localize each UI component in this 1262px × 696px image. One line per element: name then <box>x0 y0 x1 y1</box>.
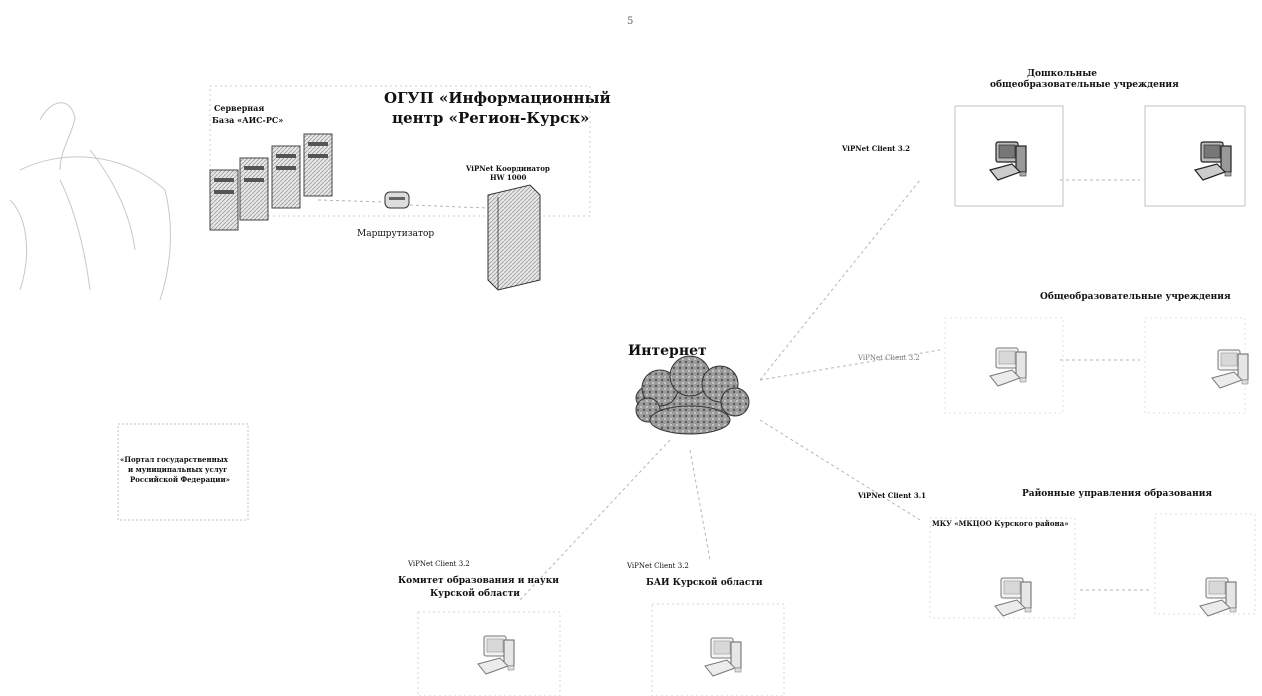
coordinator-label-line1: ViPNet Координатор <box>466 164 550 173</box>
preschool-computer-icon-2 <box>1194 141 1232 181</box>
general-box-2 <box>1144 317 1246 414</box>
committee-computer-icon <box>477 635 515 675</box>
internet-cloud-icon <box>635 355 750 435</box>
coordinator-label-line2: HW 1000 <box>490 173 527 182</box>
administration-client-label: ViPNet Client 3.2 <box>627 562 689 570</box>
servers-label-line1: Серверная <box>214 103 265 113</box>
server-stack-icon <box>209 133 333 231</box>
data-center-title-line2: центр «Регион-Курск» <box>392 109 590 127</box>
preschool-computer-icon-1 <box>989 141 1027 181</box>
internet-label: Интернет <box>628 343 707 359</box>
general-box-1 <box>944 317 1064 414</box>
administration-title: БАИ Курской области <box>646 578 763 588</box>
preschool-title-line1: Дошкольные <box>1027 69 1097 79</box>
district-computer-icon-1 <box>994 577 1032 617</box>
background-sketch <box>9 102 171 301</box>
committee-title-line1: Комитет образования и науки <box>398 576 559 586</box>
portal-line3: Российской Федерации» <box>130 475 231 484</box>
preschool-title-line2: общеобразовательные учреждения <box>990 80 1179 90</box>
district-title: Районные управления образования <box>1022 489 1213 499</box>
preschool-client-label: ViPNet Client 3.2 <box>842 144 911 153</box>
district-computer-icon-2 <box>1199 577 1237 617</box>
administration-computer-icon <box>704 637 742 677</box>
general-title: Общеобразовательные учреждения <box>1040 292 1231 302</box>
coordinator-hardware-icon <box>487 184 541 291</box>
servers-label-line2: База «АИС-РС» <box>212 115 284 125</box>
committee-client-label: ViPNet Client 3.2 <box>408 560 470 568</box>
district-box-2 <box>1154 513 1256 615</box>
portal-line2: и муниципальных услуг <box>128 465 228 474</box>
district-sub-label: МКУ «МКЦОО Курского района» <box>932 519 1069 528</box>
committee-box <box>417 611 561 696</box>
connection-lines <box>317 179 1150 601</box>
district-client-label: ViPNet Client 3.1 <box>858 491 927 500</box>
district-box-1 <box>929 517 1076 619</box>
router-icon <box>384 191 410 209</box>
general-computer-icon-1 <box>989 347 1027 387</box>
administration-box <box>651 603 785 696</box>
preschool-box-2 <box>1144 105 1246 207</box>
committee-title-line2: Курской области <box>430 589 520 599</box>
data-center-title-line1: ОГУП «Информационный <box>384 89 611 107</box>
page-number: 5 <box>627 16 634 27</box>
router-label: Маршрутизатор <box>357 229 435 239</box>
portal-line1: «Портал государственных <box>120 455 228 464</box>
preschool-box-1 <box>954 105 1064 207</box>
general-computer-icon-2 <box>1211 349 1249 389</box>
data-center-frame <box>209 85 591 217</box>
portal-frame <box>117 423 249 521</box>
general-client-label: ViPNet Client 3.2 <box>858 354 920 362</box>
